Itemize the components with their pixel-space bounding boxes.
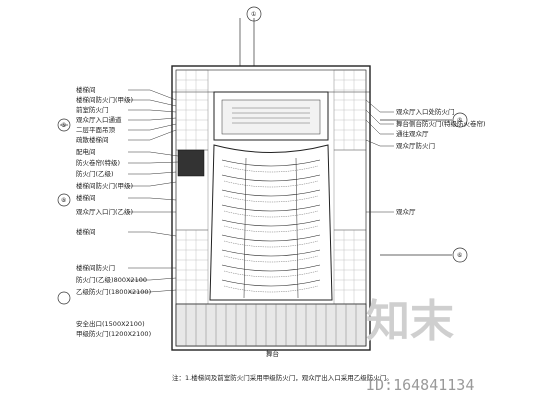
grid-bubble-left-2: ⑧ — [61, 197, 66, 204]
left-label-9: 防火门(乙级) — [76, 169, 114, 178]
tile-grid — [176, 70, 366, 304]
left-label-12: 观众厅入口门(乙级) — [76, 207, 133, 216]
left-bottom-label-2: 甲级防火门(1200X2100) — [76, 329, 151, 338]
grid-bubble-right-1: ⑤ — [457, 117, 462, 124]
plan-footnote: 注：1.楼梯间及前室防火门采用甲级防火门，观众厅出入口采用乙级防火门。 — [172, 373, 393, 382]
left-bottom-label-1: 安全出口(1500X2100) — [76, 319, 145, 328]
left-label-2: 楼梯间防火门(甲级) — [76, 95, 133, 104]
grid-bubble-right-2: ⑥ — [457, 252, 462, 259]
left-leaders — [128, 89, 179, 293]
grid-axes — [57, 6, 468, 305]
stage — [213, 91, 329, 141]
left-label-3: 前室防火门 — [76, 105, 109, 114]
watermark-brand: 知末 — [366, 296, 454, 347]
right-label-3: 通往观众厅 — [396, 129, 429, 138]
right-leaders — [365, 99, 394, 213]
equipment-room — [177, 149, 205, 177]
left-label-8: 防火卷帘(特级) — [76, 158, 120, 167]
left-label-6: 疏散楼梯间 — [76, 135, 109, 144]
left-label-16: 乙级防火门(1800X2100) — [76, 287, 151, 296]
right-label-2: 舞台侧台防火门(特级防火卷帘) — [396, 119, 486, 128]
grid-bubble-left-1: ⑤ — [61, 122, 66, 129]
left-label-10: 楼梯间防火门(甲级) — [76, 181, 133, 190]
left-label-1: 楼梯间 — [76, 85, 96, 94]
left-label-14: 楼梯间防火门 — [76, 263, 115, 272]
auditorium — [209, 144, 333, 301]
seat-rows — [223, 165, 319, 293]
left-label-7: 配电间 — [76, 147, 96, 156]
lobby-strip — [175, 303, 367, 347]
left-label-13: 楼梯间 — [76, 227, 96, 236]
stage-label: 舞台 — [266, 349, 279, 358]
grid-bubble-top: ① — [251, 11, 256, 18]
watermark-id: ID:164841134 — [366, 376, 474, 394]
left-label-15: 防火门(乙级)800X2100 — [76, 275, 147, 284]
right-label-4: 观众厅防火门 — [396, 141, 435, 150]
right-label-1: 观众厅入口处防火门 — [396, 107, 455, 116]
left-label-5: 二层平面吊顶 — [76, 126, 116, 134]
left-label-4: 观众厅入口通道 — [76, 115, 122, 124]
right-label-5: 观众厅 — [396, 208, 416, 216]
left-label-11: 楼梯间 — [76, 193, 96, 202]
